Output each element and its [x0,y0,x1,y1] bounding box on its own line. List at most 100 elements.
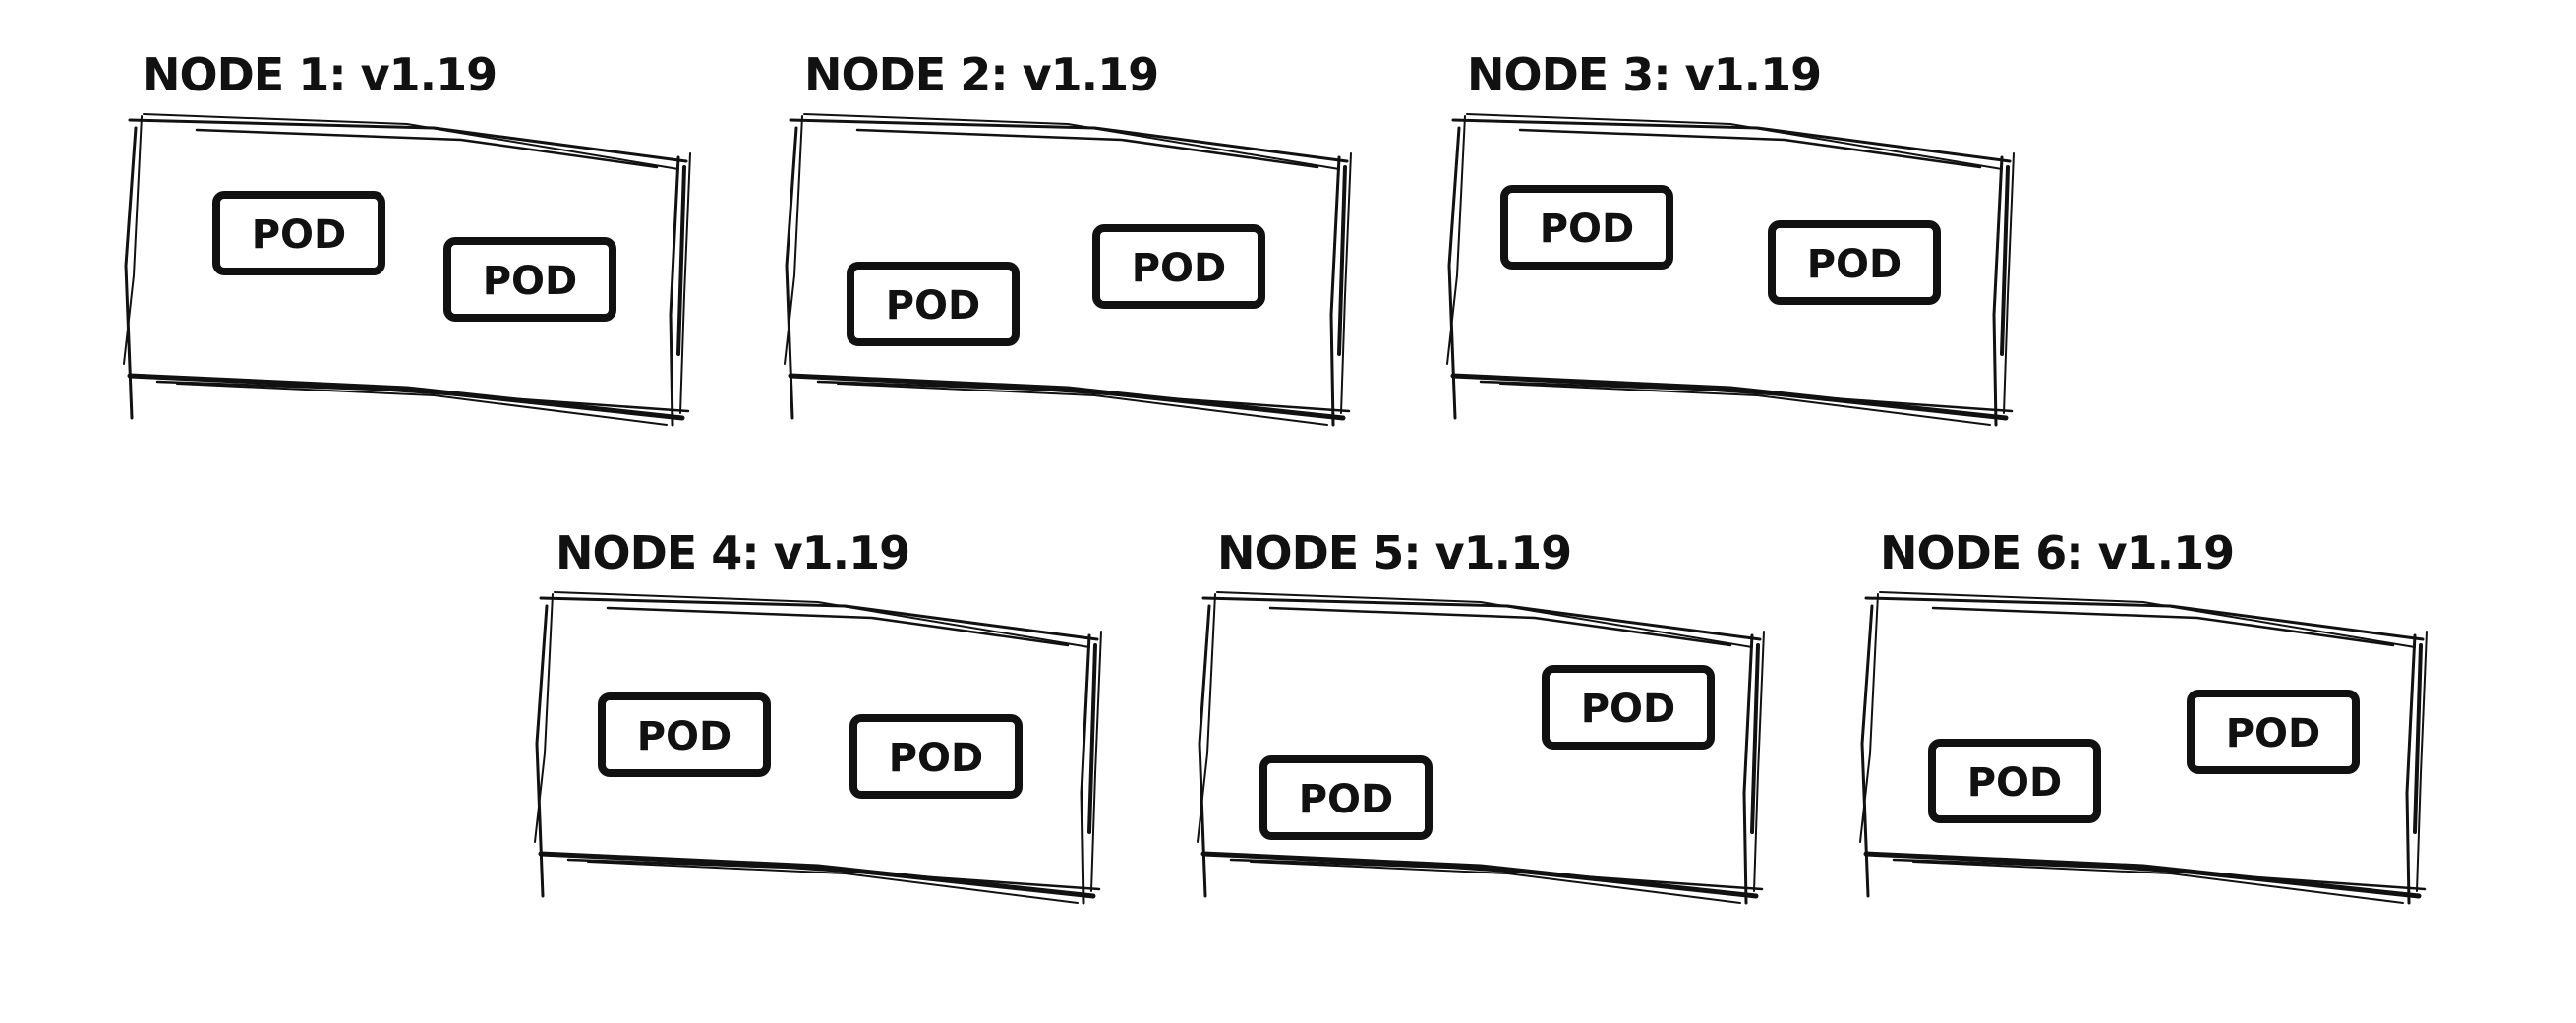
node-box-stroke [1216,591,1753,648]
pod: POD [598,692,771,777]
pod-label: POD [1807,242,1903,287]
node-box-stroke [539,596,1099,641]
node-box-stroke [2003,152,2015,414]
node-box-stroke [1447,126,1461,420]
pod-label: POD [637,714,732,759]
node-box [1197,591,1765,905]
node-box-stroke [803,113,1340,170]
node-box-stroke [1087,643,1097,834]
pod-label: POD [886,283,981,329]
pod-label: POD [2226,711,2321,756]
pod-box [2187,690,2360,774]
node-box [784,113,1352,427]
node-box-stroke [1337,165,1347,356]
node-box-stroke [1197,593,1216,843]
pod: POD [1928,739,2101,823]
pod: POD [849,714,1023,799]
pod-label: POD [483,259,578,304]
node-box-stroke [1268,606,1732,647]
node-box-stroke [1992,155,2004,427]
node-box-stroke [127,373,685,421]
node-box-stroke [1892,858,2427,891]
node-title: NODE 6: v1.19 [1880,526,2234,579]
pod-label: POD [1299,777,1394,822]
node-box-stroke [1931,606,2395,647]
node-box-stroke [785,126,798,420]
node-box [123,113,691,427]
node-box-stroke [1329,155,1341,427]
node-box-stroke [128,118,688,163]
node-box-stroke [1912,861,2404,904]
node-box-stroke [1499,383,1991,426]
pod-box [1500,185,1673,270]
node-box-stroke [789,118,1349,163]
node-box-stroke [195,128,659,169]
node-box-stroke [816,380,1351,413]
node-box [1446,113,2015,427]
pod-box [1259,755,1433,840]
node-box [1859,591,2428,905]
pod-box [598,692,771,777]
node-box-stroke [2413,643,2423,834]
node-box-stroke [587,861,1079,904]
node-box-stroke [2000,165,2010,356]
pod-box [1542,665,1715,750]
node-box-stroke [1080,633,1091,905]
node-box-stroke [535,604,549,898]
node-box-stroke [1518,128,1982,169]
node-box-stroke [1742,633,1754,905]
node-box-stroke [2405,633,2417,905]
node-box-stroke [837,383,1328,426]
pod: POD [212,191,385,275]
node-box-stroke [1201,596,1762,641]
node-box-stroke [1859,593,1879,843]
node-box-stroke [534,593,554,843]
pod: POD [1500,185,1673,270]
node-box-stroke [1229,858,1764,891]
node-title: NODE 5: v1.19 [1217,526,1571,579]
node-box-stroke [1750,643,1760,834]
node-box-stroke [1864,596,2425,641]
node-box-stroke [1450,373,2009,421]
node-box-stroke [143,113,679,170]
node-box-stroke [1200,851,1759,899]
node-title: NODE 3: v1.19 [1467,48,1821,101]
pod: POD [1259,755,1433,840]
node-box-stroke [1198,604,1211,898]
pod: POD [443,237,616,322]
pod-box [1092,224,1265,309]
node-box-stroke [676,165,686,356]
node-title: NODE 4: v1.19 [556,526,909,579]
node-box-stroke [554,591,1090,648]
node-box [534,591,1102,905]
pod: POD [2187,690,2360,774]
pod-label: POD [1132,246,1227,291]
node-box-stroke [1753,631,1765,892]
node-box-stroke [788,373,1346,421]
node-box-stroke [538,851,1096,899]
pod-box [443,237,616,322]
pod-box [212,191,385,275]
pod: POD [1768,220,1941,305]
pod-label: POD [1540,207,1635,252]
node-box-stroke [855,128,1319,169]
node-box-stroke [1466,113,2003,170]
node-box-stroke [176,383,668,426]
pod: POD [1092,224,1265,309]
node-box-stroke [1479,380,2014,413]
node-title: NODE 1: v1.19 [143,48,497,101]
node-box-stroke [784,115,803,365]
node-box-stroke [1250,861,1741,904]
node-box-stroke [566,858,1101,891]
pod: POD [1542,665,1715,750]
pod-label: POD [889,736,984,781]
node-box-stroke [155,380,690,413]
pod-box [1768,220,1941,305]
node-box-stroke [669,155,680,427]
